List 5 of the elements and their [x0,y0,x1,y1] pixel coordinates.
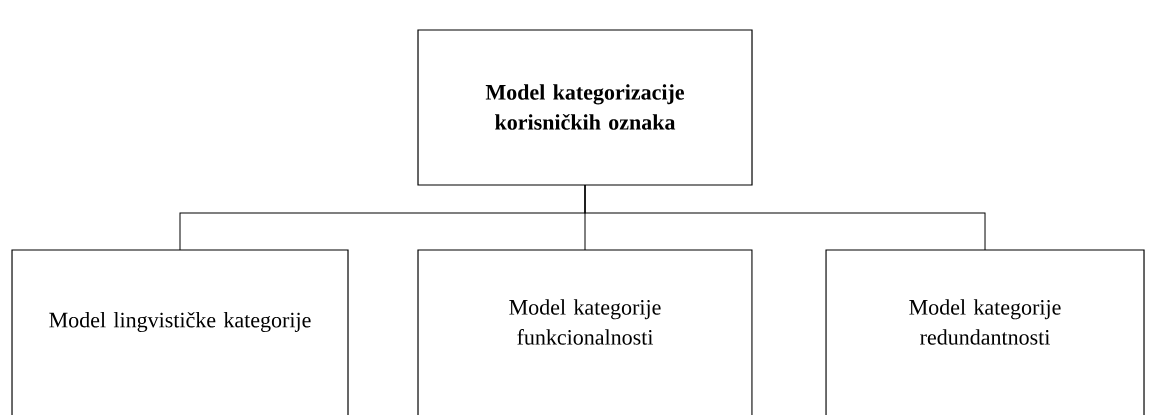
box: Model kategorizacije korisničkih oznaka [417,29,753,186]
box: Model kategorije funkcionalnosti [417,249,753,415]
connector-line [584,184,986,251]
box: Model kategorije redundantnosti [825,249,1145,415]
box: Model lingvističke kategorije [11,249,349,415]
